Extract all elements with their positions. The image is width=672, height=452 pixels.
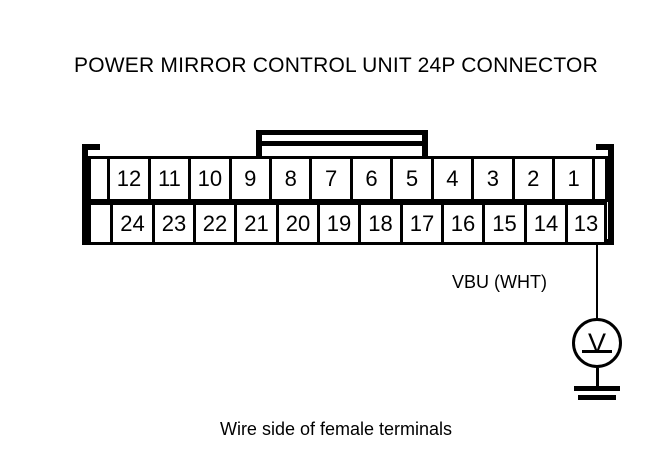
pin-cell-16[interactable]: 16	[441, 202, 482, 245]
pin-cell-1[interactable]: 1	[551, 156, 593, 202]
latch-tab-inner-bar	[262, 141, 422, 146]
pin-cell-24[interactable]: 24	[110, 202, 152, 245]
wire-label-vbu: VBU (WHT)	[452, 272, 547, 292]
pin-cell-11[interactable]: 11	[147, 156, 189, 202]
connector-notch-right	[596, 144, 614, 150]
connector-notch-left	[82, 144, 100, 150]
pin-cell-2[interactable]: 2	[511, 156, 552, 202]
page-title: POWER MIRROR CONTROL UNIT 24P CONNECTOR	[74, 54, 598, 77]
voltmeter-bar	[582, 350, 612, 353]
pin-cell-13[interactable]: 13	[565, 202, 607, 245]
figure-caption: Wire side of female terminals	[219, 419, 453, 439]
ground-icon-bar-lower	[578, 395, 616, 400]
latch-tab-left	[256, 130, 262, 161]
voltmeter-icon: V	[572, 318, 622, 368]
pin-row-bottom: 24 23 22 21 20 19 18 17 16 15 14 13	[88, 202, 608, 245]
ground-icon-stem	[596, 368, 599, 390]
probe-lead-wire	[596, 245, 598, 318]
pin-cell-3[interactable]: 3	[471, 156, 512, 202]
pin-cell-blank-bottom-left	[88, 202, 110, 245]
latch-tab-top	[256, 130, 428, 135]
pin-cell-9[interactable]: 9	[228, 156, 269, 202]
voltmeter-v-glyph: V	[587, 327, 606, 358]
connector-24p: 12 11 10 9 8 7 6 5 4 3 2 1 24 23 22 21 2…	[82, 130, 614, 245]
pin-cell-blank-right	[592, 156, 608, 202]
ground-icon-bar-upper	[574, 386, 620, 391]
pin-cell-18[interactable]: 18	[358, 202, 400, 245]
pin-cell-22[interactable]: 22	[193, 202, 234, 245]
connector-right-wall	[608, 144, 614, 245]
pin-cell-4[interactable]: 4	[430, 156, 472, 202]
pin-cell-10[interactable]: 10	[188, 156, 229, 202]
pin-row-top: 12 11 10 9 8 7 6 5 4 3 2 1	[88, 156, 608, 202]
pin-cell-8[interactable]: 8	[269, 156, 310, 202]
pin-cell-blank-left	[88, 156, 108, 202]
pin-cell-21[interactable]: 21	[234, 202, 276, 245]
pin-cell-15[interactable]: 15	[482, 202, 524, 245]
pin-cell-20[interactable]: 20	[276, 202, 317, 245]
latch-tab-right	[422, 130, 428, 161]
pin-cell-12[interactable]: 12	[107, 156, 148, 202]
pin-cell-7[interactable]: 7	[309, 156, 350, 202]
pin-cell-23[interactable]: 23	[152, 202, 193, 245]
connector-left-wall	[82, 144, 88, 245]
pin-cell-6[interactable]: 6	[349, 156, 391, 202]
pin-cell-14[interactable]: 14	[524, 202, 565, 245]
pin-cell-19[interactable]: 19	[317, 202, 358, 245]
pin-cell-17[interactable]: 17	[400, 202, 441, 245]
pin-cell-5[interactable]: 5	[390, 156, 431, 202]
